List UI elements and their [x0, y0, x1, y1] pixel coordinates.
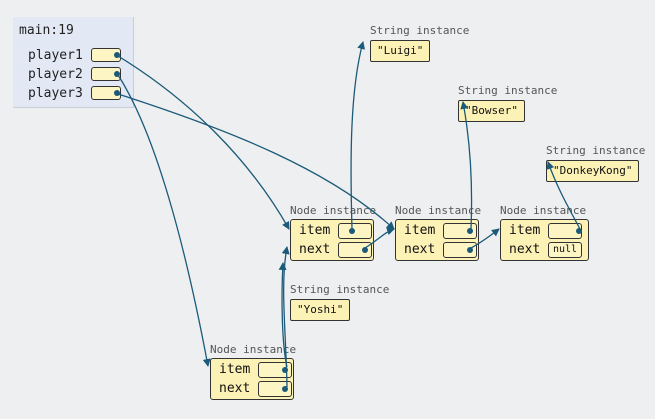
item-field-label: item	[509, 223, 541, 238]
item-field-label: item	[404, 223, 436, 238]
node-d-header: Node instance	[210, 343, 297, 356]
item-field-label: item	[219, 362, 251, 377]
node-a-header: Node instance	[290, 204, 377, 217]
var-player3-label: player3	[28, 86, 83, 101]
frame-title: main:19	[19, 23, 74, 38]
node-c-header: Node instance	[500, 204, 587, 217]
null-value: null	[552, 244, 578, 255]
node-instance-d[interactable]: item next	[210, 358, 294, 400]
item-pointer[interactable]	[258, 362, 292, 378]
pointer-dot	[467, 247, 473, 253]
string-bowser[interactable]: "Bowser"	[458, 100, 525, 122]
pointer-dot	[282, 386, 288, 392]
next-null-value: null	[548, 242, 582, 258]
pointer-dot	[282, 367, 288, 373]
string-luigi-header: String instance	[370, 24, 470, 37]
var-player1-label: player1	[28, 48, 83, 63]
node-instance-a[interactable]: item next	[290, 219, 374, 261]
next-field-label: next	[404, 242, 436, 257]
next-field-label: next	[219, 381, 251, 396]
arrow-player1-to-node-a	[117, 55, 290, 230]
item-pointer[interactable]	[548, 223, 582, 239]
pointer-dot	[114, 52, 120, 58]
var-player1-pointer[interactable]	[91, 48, 121, 62]
var-player3-pointer[interactable]	[91, 86, 121, 100]
string-donkeykong[interactable]: "DonkeyKong"	[546, 160, 640, 182]
node-instance-b[interactable]: item next	[395, 219, 479, 261]
string-yoshi-header: String instance	[290, 283, 390, 296]
next-field-label: next	[299, 242, 331, 257]
item-pointer[interactable]	[443, 223, 477, 239]
stack-frame-main: main:19 player1 player2 player3	[13, 17, 134, 108]
pointer-dot	[467, 228, 473, 234]
node-instance-c[interactable]: item next null	[500, 219, 589, 261]
pointer-dot	[349, 228, 355, 234]
string-donkeykong-header: String instance	[546, 144, 646, 157]
next-pointer[interactable]	[258, 381, 292, 397]
var-player2-label: player2	[28, 67, 83, 82]
pointer-dot	[576, 228, 582, 234]
next-field-label: next	[509, 242, 541, 257]
var-player2-pointer[interactable]	[91, 67, 121, 81]
arrow-player2-to-node-d	[117, 74, 211, 367]
next-pointer[interactable]	[443, 242, 477, 258]
item-field-label: item	[299, 223, 331, 238]
string-yoshi[interactable]: "Yoshi"	[290, 299, 351, 321]
arrow-node-a-item-to-luigi	[350, 41, 366, 230]
string-luigi[interactable]: "Luigi"	[370, 40, 431, 62]
pointer-dot	[114, 90, 120, 96]
string-bowser-header: String instance	[458, 84, 558, 97]
node-b-header: Node instance	[395, 204, 482, 217]
next-pointer[interactable]	[338, 242, 372, 258]
pointer-dot	[362, 247, 368, 253]
item-pointer[interactable]	[338, 223, 372, 239]
pointer-dot	[114, 71, 120, 77]
